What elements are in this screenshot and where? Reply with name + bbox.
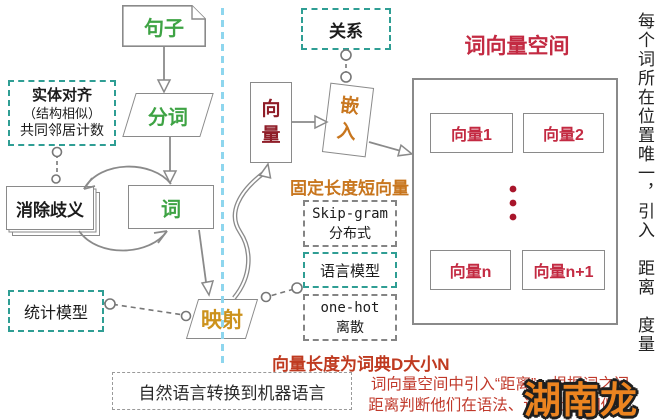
vector-cell-n1-label: 向量n+1 — [533, 264, 594, 281]
embedding-label: 嵌入 — [335, 95, 361, 144]
onehot-line1: one-hot — [320, 300, 380, 317]
mapping-label: 映射 — [201, 309, 243, 332]
onehot-line2: 离散 — [336, 318, 364, 335]
vector-cell-1: 向量1 — [430, 113, 513, 153]
language-model-note: 语言模型 — [303, 252, 397, 288]
vector-cell-n-label: 向量n — [449, 264, 492, 281]
relation-label: 关系 — [329, 21, 363, 41]
entity-alignment-sub1: （结构相似） — [22, 105, 101, 121]
node-segmentation: 分词 — [122, 93, 214, 137]
nl-to-machine-label: 自然语言转换到机器语言 — [138, 383, 326, 403]
disambiguation-label: 消除歧义 — [16, 200, 84, 220]
vector-cell-1-label: 向量1 — [451, 127, 492, 144]
node-word: 词 — [128, 185, 214, 229]
node-mapping: 映射 — [185, 299, 259, 339]
segmentation-label: 分词 — [148, 106, 188, 129]
vector-space-box: 向量1 向量2 向量n 向量n+1 — [412, 78, 618, 325]
node-embedding: 嵌入 — [321, 82, 375, 158]
nl-to-machine-caption: 自然语言转换到机器语言 — [112, 372, 352, 410]
word-label: 词 — [161, 198, 181, 221]
relation-note: 关系 — [301, 8, 391, 50]
onehot-note: one-hot 离散 — [303, 294, 397, 341]
entity-alignment-title: 实体对齐 — [31, 86, 92, 104]
skipgram-line2: 分布式 — [329, 224, 371, 241]
statistical-model-label: 统计模型 — [23, 305, 88, 322]
entity-alignment-sub2: 共同邻居计数 — [20, 121, 104, 138]
vector-label: 向量 — [261, 98, 281, 146]
entity-alignment-note: 实体对齐 （结构相似） 共同邻居计数 — [8, 80, 116, 146]
vector-cell-n1: 向量n+1 — [522, 250, 605, 290]
vector-cell-2: 向量2 — [523, 113, 604, 153]
vector-cell-2-label: 向量2 — [543, 127, 584, 144]
statistical-model-note: 统计模型 — [8, 290, 104, 332]
language-model-label: 语言模型 — [319, 262, 380, 280]
skipgram-line1: Skip-gram — [312, 206, 388, 223]
node-disambiguation: 消除歧义 — [6, 186, 94, 230]
skipgram-note: Skip-gram 分布式 — [303, 200, 397, 247]
node-vector: 向量 — [250, 82, 292, 163]
vector-cell-n: 向量n — [430, 250, 511, 290]
